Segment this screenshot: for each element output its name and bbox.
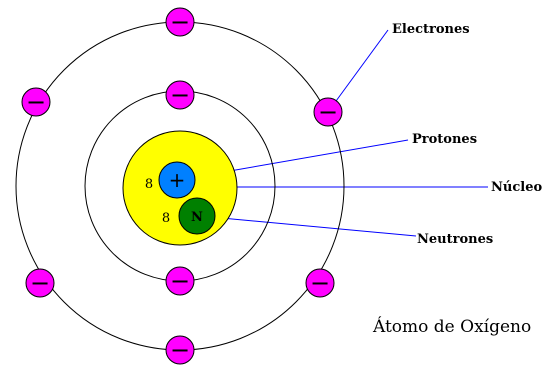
electron: − (313, 97, 343, 127)
electron-symbol: − (170, 267, 190, 295)
electron-symbol: − (30, 269, 50, 297)
diagram-caption: Átomo de Oxígeno (372, 316, 531, 337)
proton-count: 8 (145, 177, 153, 192)
neutron-symbol: N (191, 210, 203, 225)
electron: − (165, 7, 195, 37)
electron-symbol: − (310, 269, 330, 297)
protons-label: Protones (412, 132, 477, 147)
electron-symbol: − (170, 336, 190, 364)
neutrons-label: Neutrones (417, 232, 493, 247)
electron: − (305, 268, 335, 298)
electron: − (25, 268, 55, 298)
electron-symbol: − (26, 88, 46, 116)
electron-symbol: − (170, 8, 190, 36)
electron-symbol: − (318, 98, 338, 126)
electron: − (165, 266, 195, 296)
neutron (178, 197, 216, 235)
electrons-label: Electrones (392, 22, 470, 37)
proton-symbol: + (169, 168, 186, 192)
nucleus-label: Núcleo (491, 180, 542, 195)
electrons-pointer-line (327, 29, 389, 113)
electron: − (21, 87, 51, 117)
neutrons-pointer-line (199, 215, 417, 237)
proton (158, 161, 196, 199)
electron: − (165, 80, 195, 110)
electron: − (165, 335, 195, 365)
neutron-count: 8 (162, 211, 170, 226)
electron-symbol: − (170, 81, 190, 109)
